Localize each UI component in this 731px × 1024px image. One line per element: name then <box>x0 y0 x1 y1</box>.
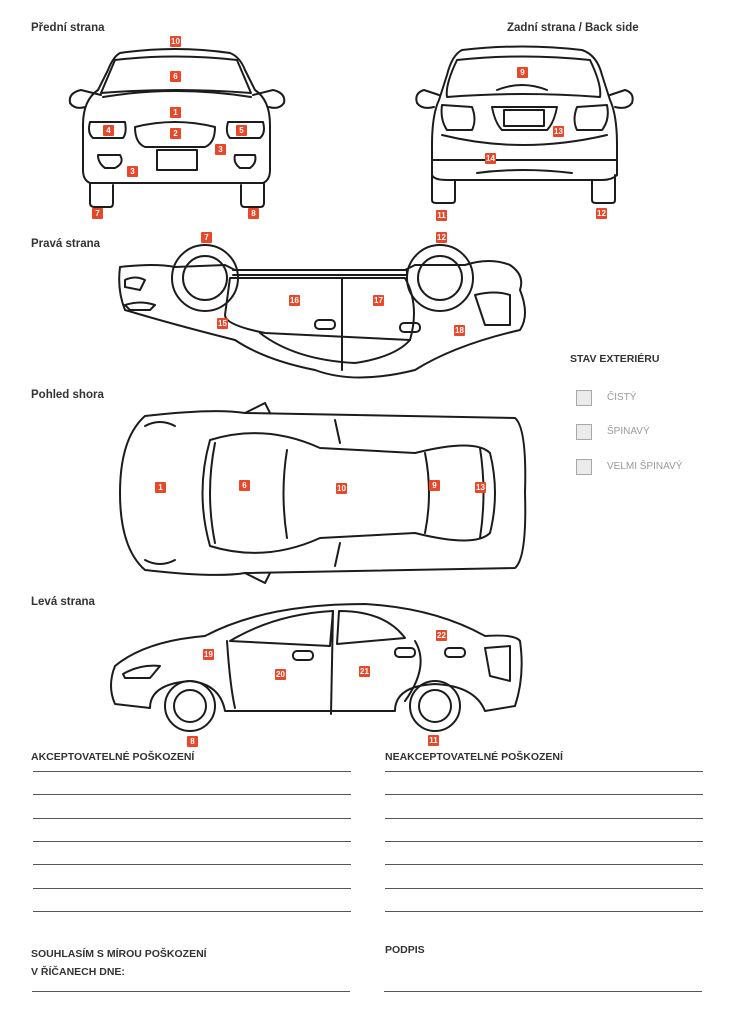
damage-badge: 3 <box>215 144 226 155</box>
damage-badge: 19 <box>203 649 214 660</box>
top-view-title: Pohled shora <box>31 389 104 401</box>
damage-badge: 13 <box>553 126 564 137</box>
acceptable-damage-field[interactable] <box>33 800 351 818</box>
unacceptable-damage-line <box>385 910 703 912</box>
damage-badge: 7 <box>92 208 103 219</box>
acceptable-damage-line <box>33 887 351 889</box>
damage-badge: 1 <box>155 482 166 493</box>
checkbox-very-dirty[interactable] <box>576 459 592 475</box>
car-front-drawing <box>68 48 286 208</box>
damage-badge: 17 <box>373 295 384 306</box>
acceptable-damage-field[interactable] <box>33 753 351 771</box>
checkbox-clean[interactable] <box>576 390 592 406</box>
damage-badge: 6 <box>170 71 181 82</box>
damage-badge: 15 <box>217 318 228 329</box>
checkbox-clean-label: ČISTÝ <box>607 392 637 403</box>
acceptable-damage-field[interactable] <box>33 823 351 841</box>
unacceptable-damage-field[interactable] <box>385 846 703 864</box>
damage-badge: 12 <box>596 208 607 219</box>
damage-badge: 11 <box>428 735 439 746</box>
car-top-drawing <box>119 402 527 584</box>
damage-badge: 14 <box>485 153 496 164</box>
damage-badge: 9 <box>429 480 440 491</box>
car-back-drawing <box>415 45 634 204</box>
acceptable-damage-field[interactable] <box>33 893 351 911</box>
acceptable-damage-title: AKCEPTOVATELNÉ POŠKOZENÍ <box>31 751 195 763</box>
unacceptable-damage-line <box>385 817 703 819</box>
acceptable-damage-line <box>33 817 351 819</box>
consent-date-field[interactable] <box>32 973 350 991</box>
damage-badge: 8 <box>187 736 198 747</box>
front-view-title: Přední strana <box>31 22 105 34</box>
signature-line <box>384 991 702 992</box>
consent-date-line <box>32 991 350 992</box>
damage-badge: 21 <box>359 666 370 677</box>
acceptable-damage-line <box>33 771 351 772</box>
damage-badge: 13 <box>475 482 486 493</box>
unacceptable-damage-line <box>385 864 703 866</box>
left-view-title: Levá strana <box>31 596 95 608</box>
unacceptable-damage-field[interactable] <box>385 753 703 771</box>
unacceptable-damage-line <box>385 794 703 796</box>
damage-badge: 18 <box>454 325 465 336</box>
checkbox-dirty-label: ŠPINAVÝ <box>607 426 650 437</box>
checkbox-dirty[interactable] <box>576 424 592 440</box>
back-view-title: Zadní strana / Back side <box>507 22 639 34</box>
damage-badge: 20 <box>275 669 286 680</box>
acceptable-damage-field[interactable] <box>33 870 351 888</box>
damage-badge: 10 <box>336 483 347 494</box>
acceptable-damage-line <box>33 864 351 866</box>
damage-badge: 11 <box>436 210 447 221</box>
consent-line-2: V ŘÍČANECH DNE: <box>31 966 125 978</box>
damage-badge: 8 <box>248 208 259 219</box>
damage-badge: 3 <box>127 166 138 177</box>
unacceptable-damage-line <box>385 771 703 772</box>
damage-badge: 22 <box>436 630 447 641</box>
acceptable-damage-field[interactable] <box>33 776 351 794</box>
acceptable-damage-line <box>33 794 351 796</box>
signature-field[interactable] <box>384 972 702 990</box>
right-view-title: Pravá strana <box>31 238 101 250</box>
unacceptable-damage-field[interactable] <box>385 800 703 818</box>
checkbox-very-dirty-label: VELMI ŠPINAVÝ <box>607 461 683 472</box>
damage-badge: 5 <box>236 125 247 136</box>
damage-badge: 12 <box>436 232 447 243</box>
damage-badge: 10 <box>170 36 181 47</box>
unacceptable-damage-field[interactable] <box>385 893 703 911</box>
damage-badge: 9 <box>517 67 528 78</box>
damage-badge: 2 <box>170 128 181 139</box>
exterior-status-title: STAV EXTERIÉRU <box>570 353 660 365</box>
damage-badge: 7 <box>201 232 212 243</box>
damage-badge: 16 <box>289 295 300 306</box>
acceptable-damage-line <box>33 840 351 842</box>
damage-badge: 6 <box>239 480 250 491</box>
damage-badge: 1 <box>170 107 181 118</box>
unacceptable-damage-field[interactable] <box>385 823 703 841</box>
unacceptable-damage-title: NEAKCEPTOVATELNÉ POŠKOZENÍ <box>385 751 563 763</box>
car-left-drawing <box>110 603 523 732</box>
damage-badge: 4 <box>103 125 114 136</box>
car-right-drawing <box>118 244 526 379</box>
acceptable-damage-line <box>33 910 351 912</box>
consent-line-1: SOUHLASÍM S MÍROU POŠKOZENÍ <box>31 948 207 960</box>
unacceptable-damage-field[interactable] <box>385 776 703 794</box>
unacceptable-damage-field[interactable] <box>385 870 703 888</box>
signature-title: PODPIS <box>385 944 425 956</box>
unacceptable-damage-line <box>385 840 703 842</box>
acceptable-damage-field[interactable] <box>33 846 351 864</box>
unacceptable-damage-line <box>385 887 703 889</box>
